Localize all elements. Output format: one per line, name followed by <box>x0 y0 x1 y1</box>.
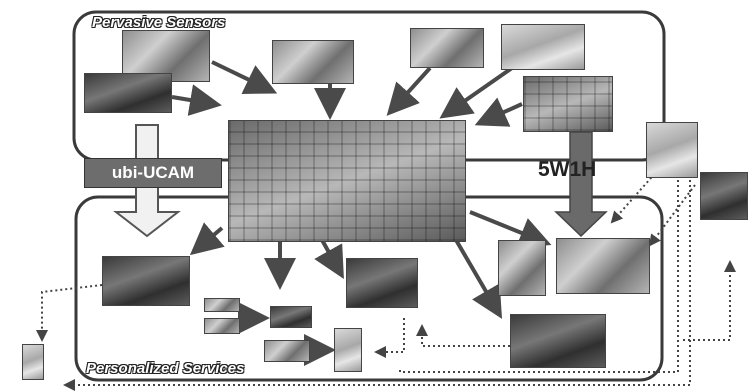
user-figure <box>22 344 44 380</box>
sensor-photo-6 <box>523 76 613 132</box>
context-device-photo <box>646 122 698 178</box>
smart-environment-photo <box>228 120 466 242</box>
services-region-label: Personalized Services <box>86 360 244 377</box>
service-photo-2 <box>204 298 240 312</box>
service-photo-10 <box>510 314 606 368</box>
service-photo-9 <box>556 238 650 294</box>
service-photo-1 <box>102 256 190 306</box>
sensor-photo-5 <box>501 24 585 70</box>
service-photo-3 <box>204 318 240 334</box>
service-photo-4 <box>270 306 312 328</box>
context-model-label: 5W1H <box>538 158 596 182</box>
sensor-photo-3 <box>272 40 354 84</box>
sensors-region-label: Pervasive Sensors <box>92 14 225 31</box>
service-photo-7 <box>334 328 362 372</box>
service-photo-8 <box>498 240 546 296</box>
context-arrow <box>556 132 606 236</box>
remote-display-photo <box>700 172 748 220</box>
sensor-photo-2 <box>84 73 172 113</box>
service-photo-6 <box>346 258 418 308</box>
sensor-photo-4 <box>410 28 484 68</box>
middleware-banner: ubi-UCAM <box>84 158 222 188</box>
service-photo-5 <box>264 340 310 362</box>
